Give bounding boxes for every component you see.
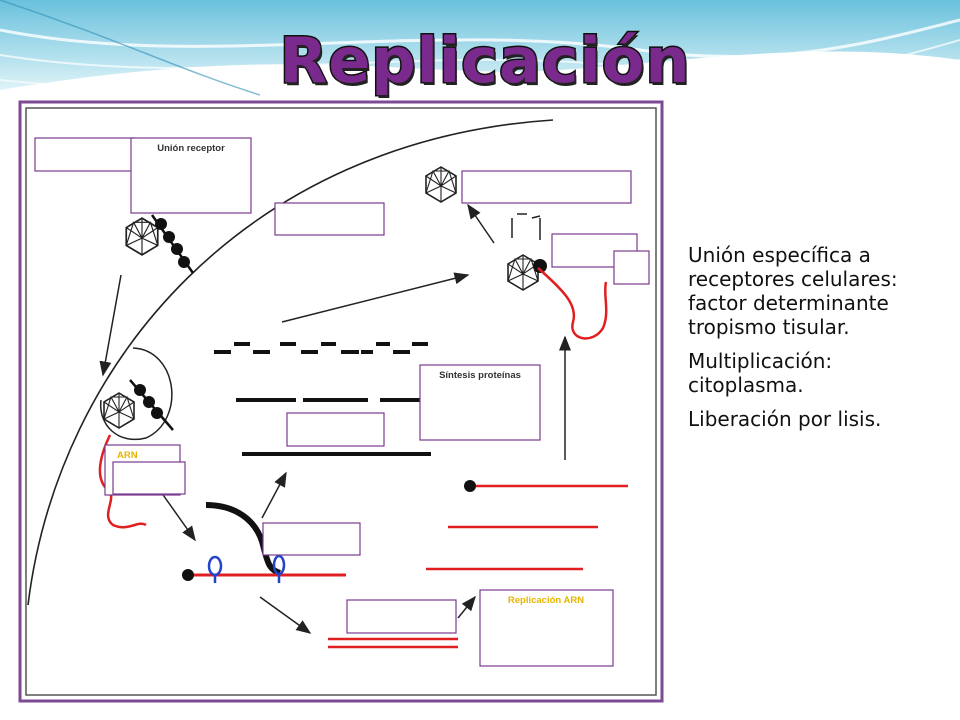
cell-membrane [27,119,554,606]
bullet-item: Multiplicación: citoplasma. [688,349,833,397]
rna-strand-icon [537,267,608,340]
endosome-outline [100,347,173,441]
ribosome-loops [207,554,286,583]
arrow-icon [99,203,571,634]
label-sintesis-proteinas: Síntesis proteínas [439,370,521,381]
receptor-balls [134,384,163,419]
label-union-receptor: Unión receptor [157,143,225,154]
bullet-list: Unión específica a receptores celulares:… [688,243,950,441]
genome-cap [533,259,547,273]
label-arn: ARN [117,450,138,461]
replication-diagram: Unión receptor Síntesis proteínas ARN Re… [18,100,664,703]
polyprotein-segments [214,342,431,456]
replicated-rna-strands [328,484,628,649]
bullet-item: Liberación por lisis. [688,407,882,431]
placeholder-boxes [34,137,650,667]
genome-cap [464,480,476,492]
bullet-item: Unión específica a receptores celulares:… [688,243,898,339]
rna-strand-icon [98,434,147,529]
genome-cap [182,569,194,581]
label-replicacion-arn: Replicación ARN [508,595,584,606]
capsid-fragments [511,213,541,240]
receptor-balls [155,218,190,268]
diagram-frame-inner [25,107,657,696]
slide-title: Replicación [278,23,691,99]
